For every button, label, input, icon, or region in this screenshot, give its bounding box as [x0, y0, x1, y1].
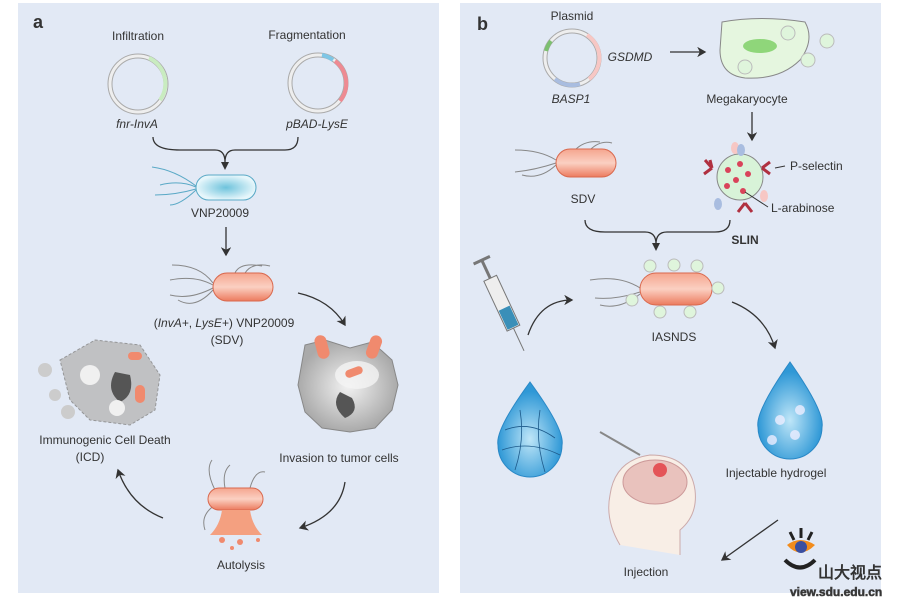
autolysis-bacterium-icon [203, 459, 266, 550]
plasmid-fnr-invA-label: fnr-InvA [116, 117, 158, 131]
sdv-label-line2: (SDV) [211, 333, 244, 347]
autolysis-label: Autolysis [217, 558, 265, 572]
tumor-cell-icon [297, 335, 399, 433]
watermark-url: view.sdu.edu.cn [790, 585, 882, 599]
vnp20009-label: VNP20009 [191, 206, 249, 220]
slin-nanoparticle-icon [703, 142, 786, 213]
megakaryocyte-icon [719, 18, 835, 79]
infiltration-label: Infiltration [112, 29, 164, 43]
plasmid-icon [542, 28, 602, 88]
iasnds-label: IASNDS [652, 330, 697, 344]
arrow-syringe-to-iasnds [527, 294, 574, 336]
arrow-to-invasion [297, 292, 346, 327]
sdv-bacterium-icon [514, 141, 617, 178]
watermark-logo: 山大视点 view.sdu.edu.cn [783, 528, 883, 599]
sdv-label: SDV [571, 192, 596, 206]
panel-b: b Plasmid GSDMD BASP1 Megakaryocyte P-se… [460, 3, 881, 593]
arrow-to-autolysis [298, 481, 346, 531]
injection-label: Injection [624, 565, 669, 579]
arrow-to-hydrogel [731, 301, 778, 350]
plasmid-fnr-invA-icon [107, 53, 169, 115]
slin-label: SLIN [731, 233, 758, 247]
plasmid-label: Plasmid [551, 9, 594, 23]
panel-a: a Infiltration Fragmentation fnr-InvA pB… [18, 3, 439, 593]
fragmentation-label: Fragmentation [268, 28, 345, 42]
sdv-label-line1: (InvA+, LysE+) VNP20009 [154, 316, 295, 330]
hydrogel-label: Injectable hydrogel [726, 466, 827, 480]
syringe-icon [472, 254, 525, 351]
icd-label-line2: (ICD) [76, 450, 105, 464]
arrow-to-icd [115, 468, 164, 519]
invasion-label: Invasion to tumor cells [279, 451, 398, 465]
plasmid-pbad-lyse-label: pBAD-LysE [285, 117, 349, 131]
l-arabinose-label: L-arabinose [771, 201, 835, 215]
gsdmd-label: GSDMD [608, 50, 653, 64]
panel-a-label: a [33, 12, 44, 32]
watermark-text: 山大视点 [818, 563, 882, 582]
brain-head-icon [599, 431, 696, 555]
basp1-label: BASP1 [552, 92, 591, 106]
arrow-to-injection [720, 519, 779, 561]
hydrogel-drop-right-icon [757, 361, 823, 460]
plasmid-pbad-lyse-icon [287, 52, 349, 114]
megakaryocyte-label: Megakaryocyte [706, 92, 788, 106]
iasnds-bacterium-icon [589, 258, 725, 319]
vnp20009-bacterium-icon [151, 166, 257, 206]
panel-b-label: b [477, 14, 488, 34]
hydrogel-drop-left-icon [497, 381, 563, 478]
dead-cell-icon [38, 339, 161, 426]
sdv-bacterium-icon [169, 264, 274, 304]
icd-label-line1: Immunogenic Cell Death [39, 433, 170, 447]
p-selectin-label: P-selectin [790, 159, 843, 173]
